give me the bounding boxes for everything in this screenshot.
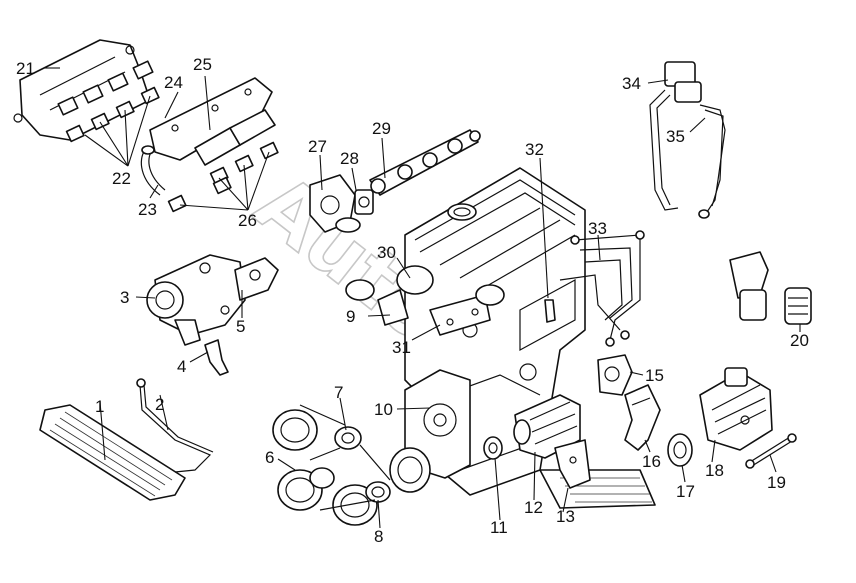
callout-30: 30 [377, 243, 396, 262]
callout-7: 7 [334, 383, 343, 402]
callout-23: 23 [138, 200, 157, 219]
fuel-injection-pump [699, 367, 773, 451]
callout-18: 18 [705, 461, 724, 480]
vacuum-pump [345, 265, 434, 326]
callout-17: 17 [676, 482, 695, 501]
leader-lines [44, 67, 801, 529]
callout-2: 2 [155, 395, 164, 414]
engine-base [539, 469, 656, 509]
glow-plug [544, 299, 556, 323]
callout-24: 24 [164, 73, 183, 92]
callout-3: 3 [120, 288, 129, 307]
callout-11: 11 [490, 518, 508, 537]
callout-26: 26 [238, 211, 257, 230]
engine-mount-bracket [554, 439, 591, 489]
exhaust-gaskets [167, 141, 279, 213]
callout-15: 15 [645, 366, 664, 385]
idler-pulley [334, 426, 362, 450]
exhaust-manifold [149, 77, 276, 166]
alternator [513, 394, 581, 459]
callout-33: 33 [588, 219, 607, 238]
thermostat [354, 189, 374, 215]
fuel-return-pipes [649, 61, 726, 219]
fuel-filter-head [729, 251, 769, 321]
water-bypass-hose [204, 339, 229, 376]
oil-cooler [39, 404, 186, 501]
callout-20: 20 [790, 331, 809, 350]
fuel-filter [784, 287, 812, 325]
crankshaft-pulley [272, 409, 431, 526]
callout-10: 10 [374, 400, 393, 419]
callout-16: 16 [642, 452, 661, 471]
thermostat-housing [309, 174, 361, 233]
drive-belt [299, 404, 391, 511]
callout-25: 25 [193, 55, 212, 74]
callout-31: 31 [392, 338, 411, 357]
callout-4: 4 [177, 357, 186, 376]
callout-6: 6 [265, 448, 274, 467]
callout-34: 34 [622, 74, 641, 93]
turbo-housing [597, 354, 633, 396]
injection-pump-drive-gear [667, 433, 693, 467]
water-pump-pipe [234, 257, 279, 301]
intake-hose [624, 384, 661, 451]
timing-gear [483, 436, 503, 460]
connecting-pipe [140, 145, 166, 196]
intake-manifold [13, 39, 154, 141]
callout-21: 21 [16, 59, 35, 78]
accelerator-rod [745, 433, 797, 469]
callout-13: 13 [556, 507, 575, 526]
oil-cooler-pipe [136, 378, 214, 473]
callout-32: 32 [525, 140, 544, 159]
callout-12: 12 [524, 498, 543, 517]
water-pump [146, 254, 246, 346]
callout-19: 19 [767, 473, 786, 492]
water-pipe [369, 129, 481, 196]
callout-8: 8 [374, 527, 383, 546]
intake-gaskets [65, 86, 160, 143]
callout-5: 5 [236, 317, 245, 336]
injection-pump-gear [475, 284, 505, 306]
callout-22: 22 [112, 169, 131, 188]
callout-labels: 21 22 23 24 25 26 27 28 29 30 9 31 32 33… [16, 55, 809, 546]
callout-29: 29 [372, 119, 391, 138]
callout-27: 27 [308, 137, 327, 156]
callout-35: 35 [666, 127, 685, 146]
callout-9: 9 [346, 307, 355, 326]
tensioner-pulley [309, 467, 391, 503]
callout-1: 1 [95, 397, 104, 416]
fuel-injection-lines [559, 230, 645, 347]
callout-28: 28 [340, 149, 359, 168]
